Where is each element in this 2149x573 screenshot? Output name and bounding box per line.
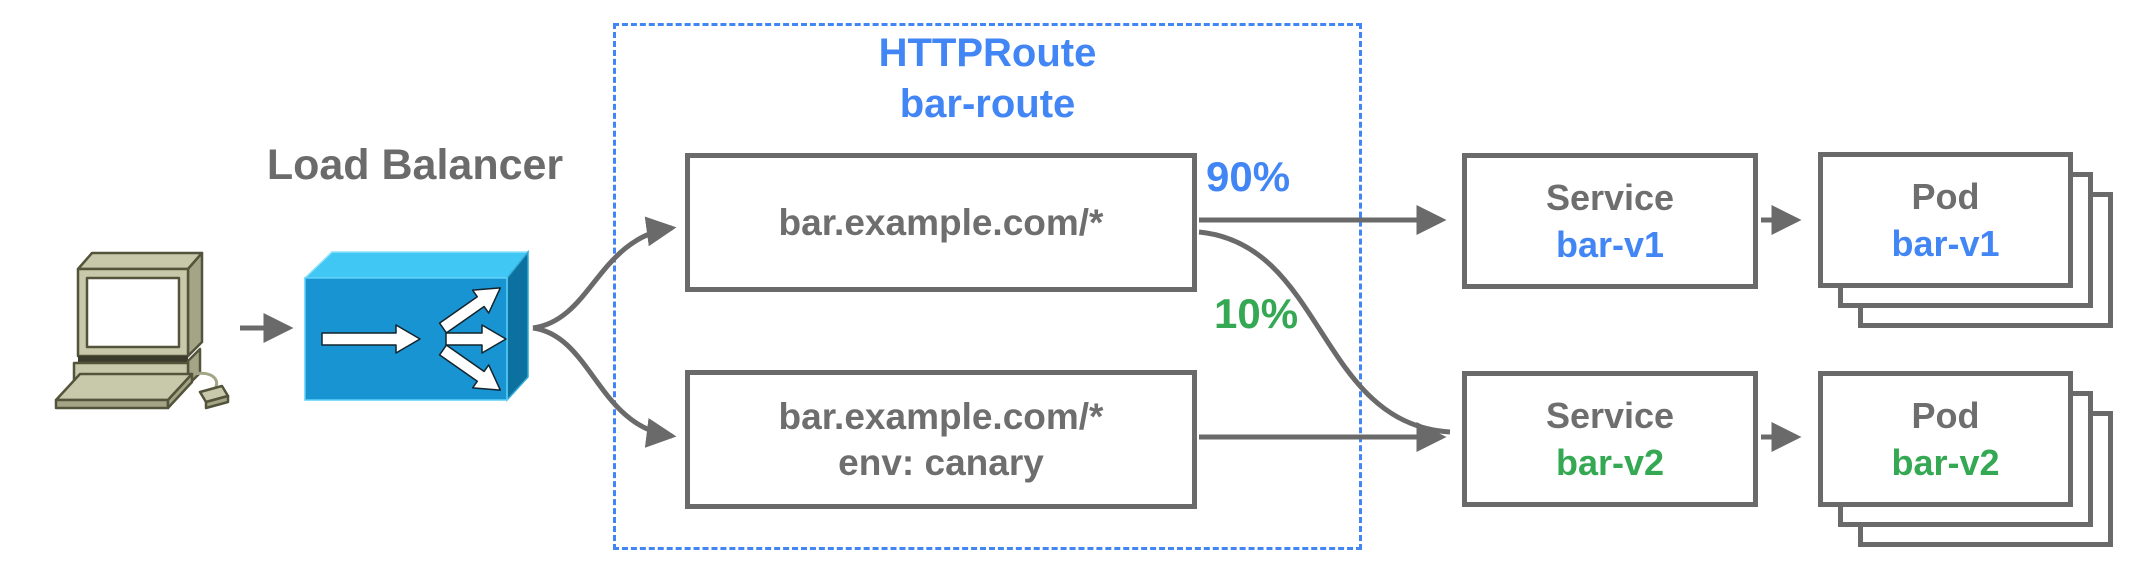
route-rule-2-header: env: canary xyxy=(838,441,1044,483)
service-bar-v1-kind: Service xyxy=(1545,177,1675,218)
pod-stack-bar-v1: Pod bar-v1 xyxy=(1818,152,2118,332)
computer-icon xyxy=(54,251,230,410)
weight-label-90: 90% xyxy=(1206,153,1291,200)
pod-bar-v2-kind: Pod xyxy=(1911,395,1980,436)
httproute-title: HTTPRoute bar-route xyxy=(613,28,1362,130)
httproute-title-kind: HTTPRoute xyxy=(878,31,1097,75)
curve-rule1-to-service2 xyxy=(1198,229,1451,435)
pod-bar-v1-box: Pod bar-v1 xyxy=(1818,152,2073,288)
service-bar-v2-kind: Service xyxy=(1545,395,1675,436)
arrow-lb-to-rule2 xyxy=(532,325,677,448)
pod-bar-v1-kind: Pod xyxy=(1911,176,1980,217)
pod-bar-v1-name: bar-v1 xyxy=(1891,223,2000,264)
weight-label-10: 10% xyxy=(1214,290,1299,337)
pod-bar-v2-name: bar-v2 xyxy=(1891,442,2000,483)
route-rule-1-match: bar.example.com/* xyxy=(778,201,1104,243)
route-rule-2-match: bar.example.com/* xyxy=(778,395,1104,437)
arrow-lb-to-rule1 xyxy=(532,216,677,331)
service-bar-v2-box: Service bar-v2 xyxy=(1462,371,1758,507)
route-rule-1-box: bar.example.com/* xyxy=(685,153,1197,292)
httproute-dashed-group xyxy=(613,23,1362,550)
load-balancer-label: Load Balancer xyxy=(266,141,564,189)
pod-bar-v2-box: Pod bar-v2 xyxy=(1818,371,2073,507)
service-bar-v1-box: Service bar-v1 xyxy=(1462,153,1758,289)
service-bar-v2-name: bar-v2 xyxy=(1555,442,1665,483)
route-rule-2-box: bar.example.com/* env: canary xyxy=(685,370,1197,509)
httproute-title-name: bar-route xyxy=(899,82,1076,126)
service-bar-v1-name: bar-v1 xyxy=(1555,224,1665,265)
load-balancer-icon xyxy=(303,249,530,402)
pod-stack-bar-v2: Pod bar-v2 xyxy=(1818,371,2118,551)
